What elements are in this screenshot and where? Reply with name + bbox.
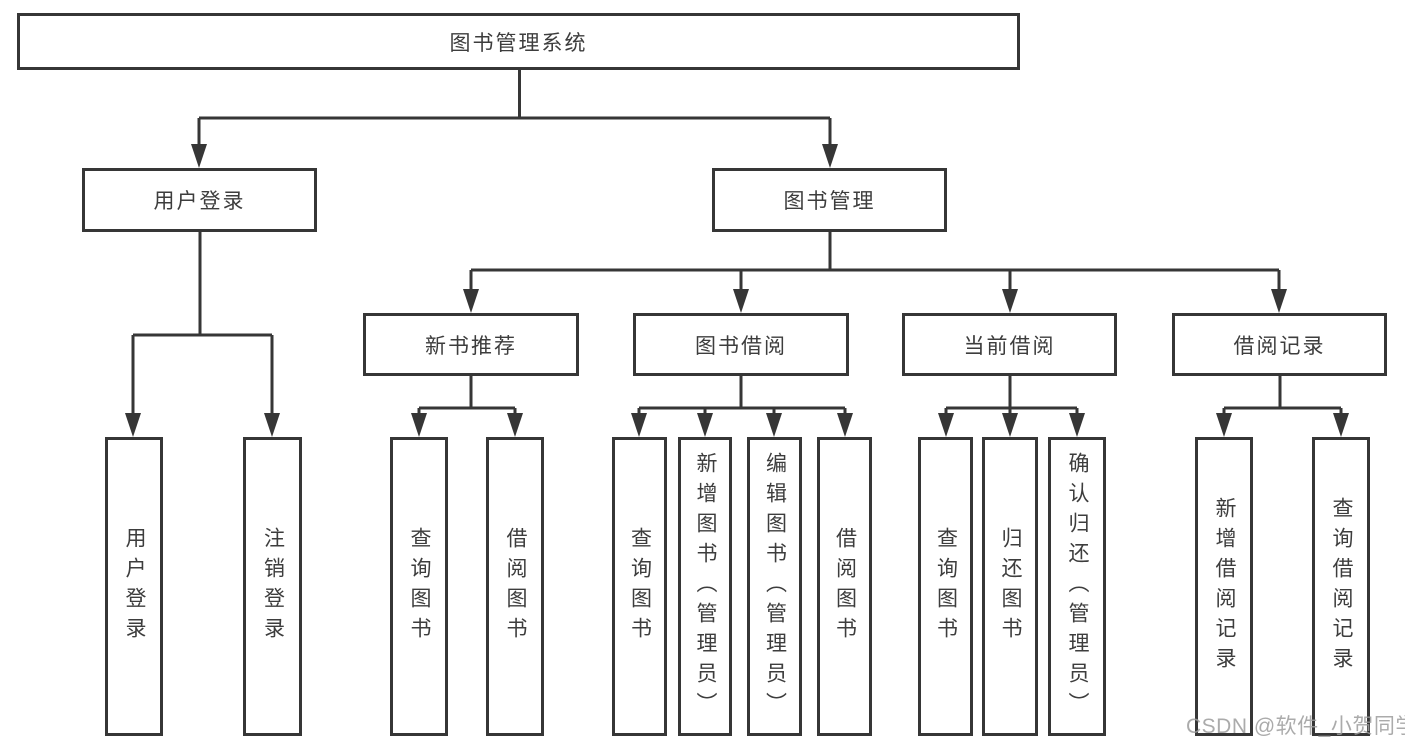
node-label: 归还图书 <box>999 526 1023 647</box>
node-label: 新增图书（管理员） <box>694 451 718 722</box>
node-borrowing-records: 借阅记录 <box>1172 313 1387 376</box>
node-label: 新书推荐 <box>425 334 517 358</box>
node-label: 编辑图书（管理员） <box>763 451 787 722</box>
node-label: 注销登录 <box>261 526 285 647</box>
node-label: 新增借阅记录 <box>1213 496 1237 677</box>
node-label: 当前借阅 <box>963 334 1056 358</box>
leaf-query-books-current: 查询图书 <box>918 437 973 736</box>
node-current-borrowing: 当前借阅 <box>902 313 1117 376</box>
node-label: 确认归还（管理员） <box>1066 451 1090 722</box>
leaf-logout: 注销登录 <box>243 437 302 736</box>
leaf-confirm-return-admin: 确认归还（管理员） <box>1048 437 1106 736</box>
node-label: 借阅记录 <box>1233 334 1326 358</box>
arrow-down-icons <box>125 144 1349 437</box>
node-label: 图书借阅 <box>695 334 787 358</box>
node-book-borrowing: 图书借阅 <box>633 313 849 376</box>
leaf-user-login: 用户登录 <box>105 437 163 736</box>
node-label: 查询图书 <box>408 526 432 647</box>
node-label: 查询图书 <box>934 526 958 647</box>
leaf-return-books: 归还图书 <box>982 437 1038 736</box>
leaf-query-books-recommend: 查询图书 <box>390 437 448 736</box>
node-label: 借阅图书 <box>833 526 857 647</box>
node-label: 图书管理系统 <box>449 31 588 55</box>
node-label: 查询借阅记录 <box>1330 496 1354 677</box>
node-book-management: 图书管理 <box>712 168 947 232</box>
leaf-borrow-books-recommend: 借阅图书 <box>486 437 544 736</box>
node-label: 图书管理 <box>783 190 876 213</box>
node-library-management-system: 图书管理系统 <box>17 13 1020 70</box>
node-label: 查询图书 <box>628 526 652 647</box>
csdn-watermark: CSDN @软件_小贺同学 <box>1186 715 1405 738</box>
leaf-edit-book-admin: 编辑图书（管理员） <box>747 437 802 736</box>
node-label: 借阅图书 <box>504 526 528 647</box>
node-user-login: 用户登录 <box>82 168 317 232</box>
leaf-query-borrow-record: 查询借阅记录 <box>1312 437 1370 736</box>
leaf-add-borrow-record: 新增借阅记录 <box>1195 437 1253 736</box>
node-label: 用户登录 <box>123 526 147 647</box>
leaf-query-books-borrow: 查询图书 <box>612 437 667 736</box>
node-label: 用户登录 <box>153 190 246 213</box>
leaf-add-book-admin: 新增图书（管理员） <box>678 437 732 736</box>
node-new-book-recommendation: 新书推荐 <box>363 313 579 376</box>
leaf-borrow-books: 借阅图书 <box>817 437 872 736</box>
